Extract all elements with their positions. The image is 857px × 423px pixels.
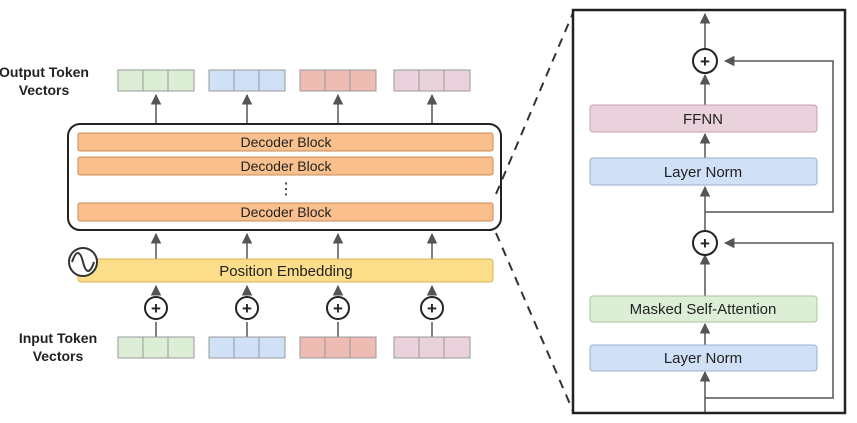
layer-norm-top [589,157,818,186]
decoder-block-2 [77,156,494,176]
decoder-block-2-label: Decoder Block [240,158,332,174]
ffnn-box [589,104,818,133]
decoder-block-1 [77,132,494,152]
input-plus-3: + [326,284,350,337]
plus-sign: + [427,299,437,318]
input-label-line2: Vectors [33,348,84,364]
input-token-blue [208,336,286,359]
decoder-block-n [77,202,494,222]
masked-self-attention-label: Masked Self-Attention [630,301,777,318]
plus-sign: + [700,234,710,253]
plus-sign: + [242,299,252,318]
residual-add-1: + [692,230,718,256]
decoder-ellipsis: ⋮ [278,181,294,198]
output-arrows [150,93,438,124]
output-token-blue [208,69,286,92]
decoder-block-n-label: Decoder Block [240,204,332,220]
input-token-green [117,336,195,359]
plus-sign: + [151,299,161,318]
input-token-red [299,336,377,359]
layer-norm-bottom [589,344,818,372]
output-label-line2: Vectors [19,82,70,98]
decoder-block-1-label: Decoder Block [240,134,332,150]
position-embedding-label: Position Embedding [219,263,352,280]
output-token-pink [393,69,471,92]
output-token-red [299,69,377,92]
input-token-pink [393,336,471,359]
plus-sign: + [700,52,710,71]
input-plus-2: + [235,284,259,337]
embedding-arrows [150,232,438,259]
zoom-lines [495,12,574,412]
ffnn-label: FFNN [683,111,723,128]
layer-norm-bottom-label: Layer Norm [664,350,742,367]
input-plus-4: + [420,284,444,337]
input-plus-nodes: + + + + [144,284,444,337]
output-token-green [117,69,195,92]
masked-self-attention-box [589,295,818,323]
detail-flow [699,12,834,412]
input-token-vectors [117,336,471,359]
plus-sign: + [333,299,343,318]
sine-wave-icon [68,247,98,277]
output-label-line1: Output Token [0,64,89,80]
output-token-vectors [117,69,471,92]
residual-add-2: + [692,48,718,74]
input-label-line1: Input Token [19,330,97,346]
input-plus-1: + [144,284,168,337]
layer-norm-top-label: Layer Norm [664,164,742,181]
